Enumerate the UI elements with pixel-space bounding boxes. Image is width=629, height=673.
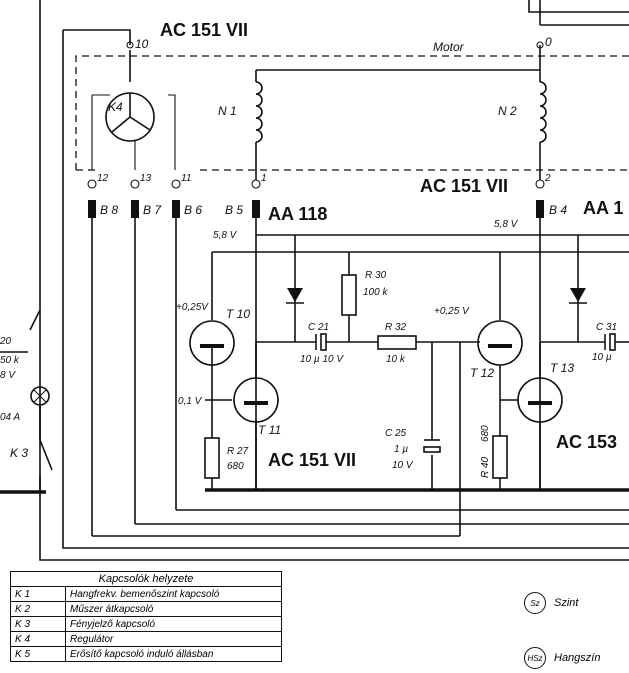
ac151-t11-label: AC 151 VII <box>268 450 356 470</box>
b4-label: B 4 <box>549 203 567 217</box>
transistor-symbols <box>189 320 563 490</box>
aa118-label: AA 118 <box>268 204 327 224</box>
c21-value: 10 µ 10 V <box>300 354 344 365</box>
c31-value: 10 µ <box>592 352 612 363</box>
diode-symbols <box>286 288 587 304</box>
r40-value: 680 <box>480 425 491 442</box>
voltage-025-left: +0,25V <box>176 302 209 313</box>
n2-label: N 2 <box>498 104 517 118</box>
c25-value-2: 10 V <box>392 460 414 471</box>
legend-desc: Erősítő kapcsoló induló állásban <box>65 646 282 662</box>
b6-label: B 6 <box>184 203 202 217</box>
r30-label: R 30 <box>365 270 387 281</box>
pin-12-label: 12 <box>97 173 109 184</box>
r27-label: R 27 <box>227 446 249 457</box>
t11-label: T 11 <box>258 423 281 437</box>
b7-label: B 7 <box>143 203 162 217</box>
motor-enclosure <box>75 55 629 171</box>
pin-1-label: 1 <box>261 173 267 184</box>
pin-10-label: 10 <box>135 37 149 51</box>
val-50k: 50 k <box>0 355 20 366</box>
ac153-label: AC 153 <box>556 432 617 452</box>
k3-label: K 3 <box>10 446 28 460</box>
b5-label: B 5 <box>225 203 243 217</box>
voltage-01: 0,1 V <box>178 396 203 407</box>
n1-label: N 1 <box>218 104 237 118</box>
c31-label: C 31 <box>596 322 617 333</box>
voltage-58-right: 5,8 V <box>494 219 519 230</box>
r32-label: R 32 <box>385 322 407 333</box>
sz-symbol: Sz <box>524 592 546 614</box>
left-edge-elements <box>0 309 53 494</box>
ac151-right-label: AC 151 VII <box>420 176 508 196</box>
legend-desc: Regulátor <box>65 631 282 647</box>
szint-label: Szint <box>554 597 579 609</box>
r40-label: R 40 <box>480 456 491 478</box>
legend-desc: Fényjelző kapcsoló <box>65 616 282 632</box>
r32-value: 10 k <box>386 354 406 365</box>
legend-desc: Műszer átkapcsoló <box>65 601 282 617</box>
legend-key: K 1 <box>10 586 66 602</box>
ac151-top-label: AC 151 VII <box>160 20 248 40</box>
hangszin-label: Hangszín <box>554 652 601 664</box>
resistor-symbols <box>204 274 508 479</box>
voltage-025-mid: +0,25 V <box>434 306 470 317</box>
val-8v: 8 V <box>0 370 16 381</box>
motor-label: Motor <box>433 40 465 54</box>
val-04a: 04 A <box>0 412 21 423</box>
aa1-label: AA 1 <box>583 198 623 218</box>
frame-wires <box>39 0 629 561</box>
pin-11-label: 11 <box>181 173 191 184</box>
t10-label: T 10 <box>226 307 250 321</box>
c25-label: C 25 <box>385 428 407 439</box>
c25-value-1: 1 µ <box>394 444 408 455</box>
voltage-58-left: 5,8 V <box>213 230 238 241</box>
hangszin-mark: HSz Hangszín <box>524 647 600 669</box>
k4-switch <box>91 92 176 170</box>
k4-label: K4 <box>108 100 123 114</box>
capacitor-symbols <box>315 333 616 453</box>
legend-desc: Hangfrekv. bemenőszint kapcsoló <box>65 586 282 602</box>
szint-mark: Sz Szint <box>524 592 578 614</box>
t12-label: T 12 <box>470 366 494 380</box>
pin-13-label: 13 <box>140 173 152 184</box>
pin-2-label: 2 <box>544 173 551 184</box>
coils <box>255 69 547 180</box>
r30-value: 100 k <box>363 287 388 298</box>
c21-label: C 21 <box>308 322 329 333</box>
legend-key: K 2 <box>10 601 66 617</box>
b8-label: B 8 <box>100 203 118 217</box>
legend-key: K 5 <box>10 646 66 662</box>
legend-key: K 4 <box>10 631 66 647</box>
hsz-symbol: HSz <box>524 647 546 669</box>
r20-label: 20 <box>0 336 12 347</box>
legend-key: K 3 <box>10 616 66 632</box>
pin-0-label: 0 <box>545 35 552 49</box>
r27-value: 680 <box>227 461 244 472</box>
amplifier-wiring <box>92 234 629 537</box>
t13-label: T 13 <box>550 361 574 375</box>
legend-title: Kapcsolók helyzete <box>10 571 282 587</box>
